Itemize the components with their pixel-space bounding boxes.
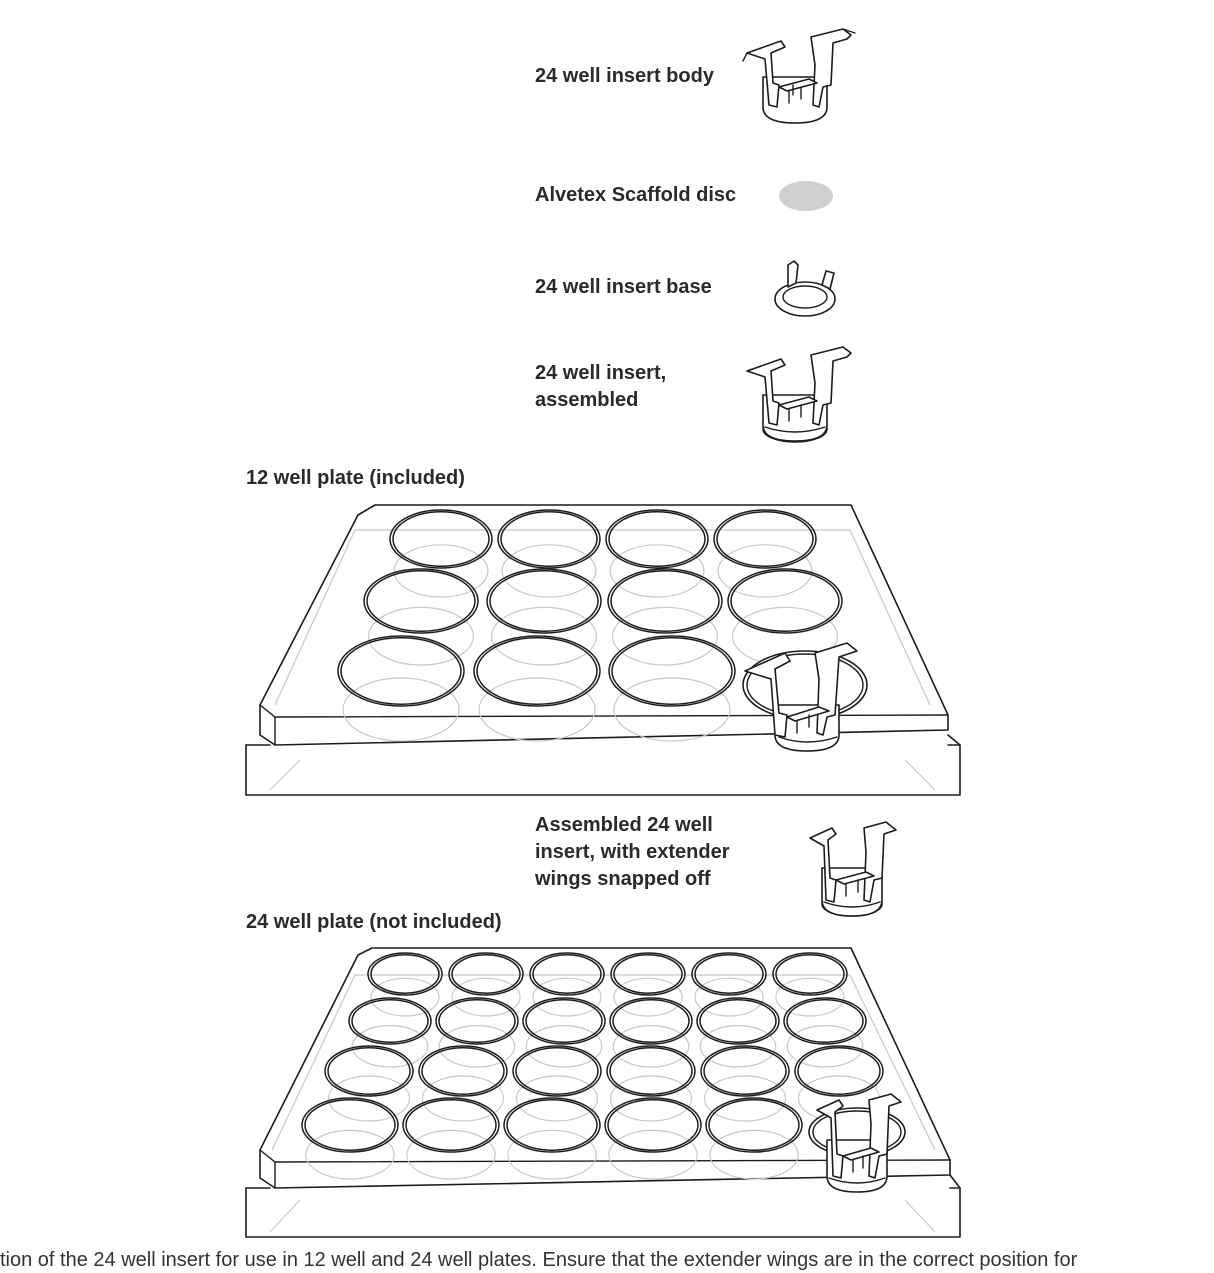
plate24-well [448,952,524,1017]
label-insert-assembled-line1: 24 well insert, [535,362,667,384]
plate24-well [700,1045,790,1122]
label-insert-body: 24 well insert body [535,65,714,87]
scaffold-disc-icon [779,181,833,211]
label-scaffold-disc: Alvetex Scaffold disc [535,184,737,206]
label-assembled-wings: Assembled 24 well insert, with extender … [535,812,730,893]
label-insert-base: 24 well insert base [535,276,712,298]
plate24-well [324,1045,414,1122]
plate12-well [608,635,736,742]
plate24-well [705,1097,803,1180]
plate24-well [606,1045,696,1122]
plate24-well [348,997,432,1068]
plate12-base [245,734,961,796]
plate24-well [503,1097,601,1180]
plate12-well [337,635,465,742]
label-insert-assembled-line2: assembled [535,389,639,411]
insert-base-icon [774,260,836,317]
twelve-well-plate-wells [337,509,843,742]
plate24-base [245,1174,961,1238]
plate24-well [367,952,443,1017]
plate12-well [497,509,601,598]
plate24-well [522,997,606,1068]
plate12-well [363,568,479,666]
plate24-well [604,1097,702,1180]
label-assembled-wings-line1: Assembled 24 well [535,814,713,836]
plate12-well [473,635,601,742]
plate24-well [529,952,605,1017]
twentyfour-well-plate-wells [301,952,884,1180]
label-insert-assembled: 24 well insert, assembled [535,360,666,414]
label-plate-24: 24 well plate (not included) [246,911,502,933]
plate24-inserted-insert-icon [808,1093,906,1193]
plate12-inserted-insert-icon [742,642,868,752]
plate12-well [607,568,723,666]
label-assembled-wings-line3: wings snapped off [535,868,711,890]
label-assembled-wings-line2: insert, with extender [535,841,730,863]
plate12-well [713,509,817,598]
plate12-well [389,509,493,598]
plate24-well [772,952,848,1017]
plate12-well [605,509,709,598]
plate24-well [301,1097,399,1180]
plate12-well [486,568,602,666]
insert-no-wings-icon [809,821,897,917]
plate24-well [512,1045,602,1122]
plate24-well [418,1045,508,1122]
plate24-well [435,997,519,1068]
figure-caption: tion of the 24 well insert for use in 12… [0,1249,1078,1271]
plate24-well [610,952,686,1017]
insert-assembled-icon [746,346,852,443]
insert-body-icon [742,28,856,124]
plate24-well [402,1097,500,1180]
plate24-well [783,997,867,1068]
label-plate-12: 12 well plate (included) [246,467,465,489]
plate24-well [696,997,780,1068]
plate24-well [609,997,693,1068]
plate24-well [691,952,767,1017]
